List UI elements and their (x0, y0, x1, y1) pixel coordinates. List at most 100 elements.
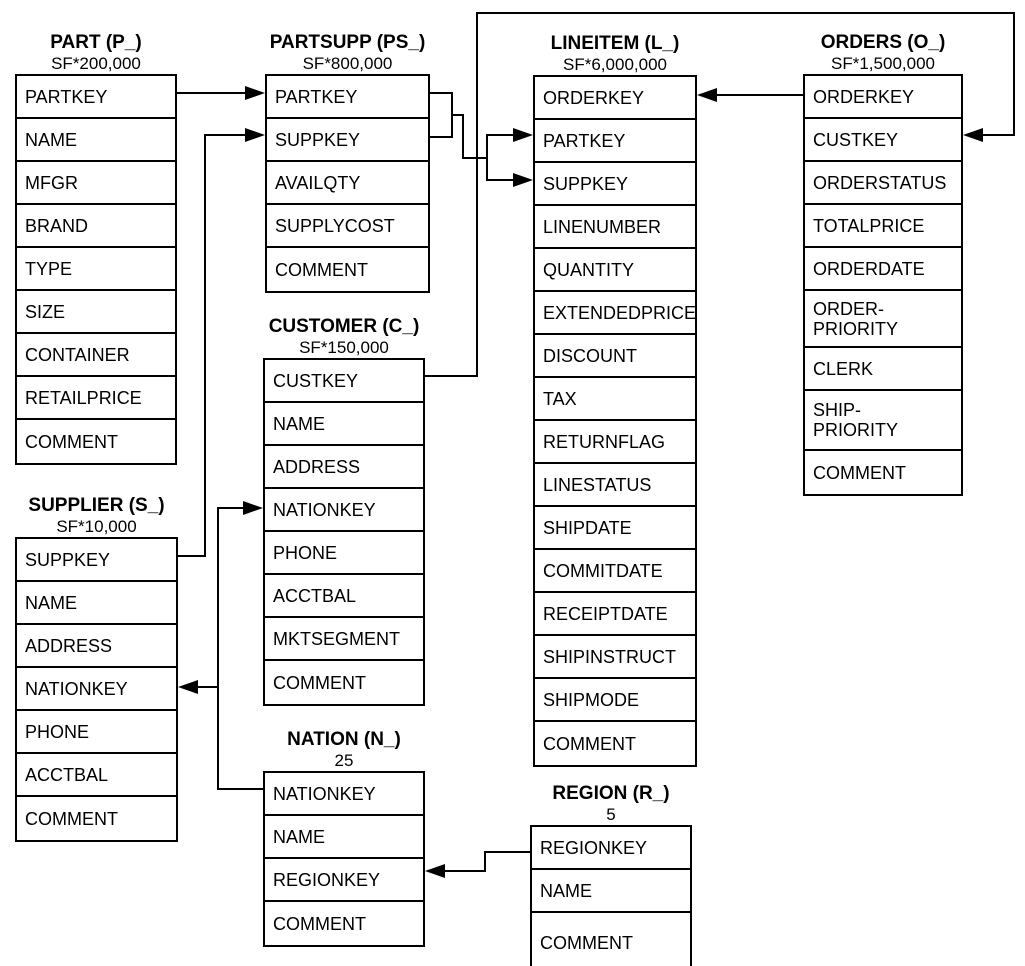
relationship-line (217, 788, 263, 790)
column-cell: SHIP- PRIORITY (805, 391, 961, 451)
table-box: CUSTKEY NAME ADDRESS NATIONKEY PHONE ACC… (263, 358, 425, 706)
table-title: CUSTOMER (C_) (268, 316, 420, 337)
column-cell: TOTALPRICE (805, 205, 961, 248)
column-cell: SHIPDATE (535, 507, 695, 550)
column-cell: NATIONKEY (265, 489, 423, 532)
column-cell: RETAILPRICE (17, 377, 175, 420)
table-part: PART (P_) SF*200,000 PARTKEY NAME MFGR B… (15, 32, 177, 465)
column-cell: ACCTBAL (17, 754, 176, 797)
column-cell: BRAND (17, 205, 175, 248)
relationship-line (204, 134, 206, 557)
relationship-line (484, 851, 486, 872)
relationship-line (177, 555, 206, 557)
column-cell: COMMENT (25, 808, 118, 829)
column-cell: ADDRESS (17, 625, 176, 668)
table-cardinality: SF*6,000,000 (563, 55, 667, 74)
table-cardinality: SF*200,000 (51, 54, 141, 73)
arrowhead-right-icon (245, 86, 265, 100)
relationship-line (476, 12, 478, 377)
arrowhead-right-icon (243, 501, 263, 515)
column-cell: ORDERKEY (535, 77, 695, 120)
column-cell: MKTSEGMENT (265, 618, 423, 661)
relationship-line (430, 136, 453, 138)
table-box: PARTKEY SUPPKEY AVAILQTY SUPPLYCOST COMM… (265, 74, 430, 293)
column-cell: SUPPKEY (17, 539, 176, 582)
table-cardinality: 25 (334, 751, 354, 770)
column-cell: NAME (265, 403, 423, 446)
column-cell: SUPPKEY (535, 163, 695, 206)
table-cardinality: 5 (606, 805, 616, 824)
arrowhead-right-icon (513, 173, 533, 187)
table-box: REGIONKEY NAME COMMENT (530, 825, 692, 966)
column-cell: CONTAINER (17, 334, 175, 377)
relationship-line (486, 134, 514, 136)
column-cell: SHIPINSTRUCT (535, 636, 695, 679)
column-cell: QUANTITY (535, 249, 695, 292)
relationship-line (445, 870, 486, 872)
relationship-line (462, 157, 488, 159)
column-cell: NAME (17, 119, 175, 162)
column-cell: SUPPLYCOST (267, 205, 428, 248)
column-cell: PARTKEY (535, 120, 695, 163)
table-box: ORDERKEY PARTKEY SUPPKEY LINENUMBER QUAN… (533, 75, 697, 767)
column-cell: COMMENT (813, 462, 906, 483)
relationship-line (430, 92, 453, 94)
relationship-line (476, 12, 1015, 14)
arrowhead-right-icon (245, 128, 265, 142)
column-cell: NATIONKEY (265, 773, 423, 816)
column-cell: REGIONKEY (265, 859, 423, 902)
column-cell: CUSTKEY (265, 360, 423, 403)
column-cell: TYPE (17, 248, 175, 291)
column-cell: TAX (535, 378, 695, 421)
arrowhead-left-icon (178, 680, 198, 694)
column-cell: ORDERKEY (805, 76, 961, 119)
relationship-line (177, 92, 246, 94)
relationship-line (451, 114, 464, 116)
table-title: SUPPLIER (S_) (28, 495, 165, 516)
column-cell: RECEIPTDATE (535, 593, 695, 636)
column-cell: CUSTKEY (805, 119, 961, 162)
relationship-line (198, 686, 219, 688)
table-box: PARTKEY NAME MFGR BRAND TYPE SIZE CONTAI… (15, 74, 177, 465)
table-nation: NATION (N_) 25 NATIONKEY NAME REGIONKEY … (263, 729, 425, 947)
table-title: NATION (N_) (287, 729, 401, 750)
relationship-line (486, 134, 488, 181)
table-partsupp: PARTSUPP (PS_) SF*800,000 PARTKEY SUPPKE… (265, 32, 430, 293)
column-cell: SIZE (17, 291, 175, 334)
column-cell: ORDERDATE (805, 248, 961, 291)
column-cell: ORDERSTATUS (805, 162, 961, 205)
column-cell: LINENUMBER (535, 206, 695, 249)
column-cell: PARTKEY (267, 76, 428, 119)
column-cell: DISCOUNT (535, 335, 695, 378)
relationship-line (217, 507, 219, 790)
relationship-line (204, 134, 246, 136)
column-cell: COMMENT (275, 259, 368, 280)
column-cell: CLERK (805, 348, 961, 391)
table-cardinality: SF*150,000 (299, 338, 389, 357)
relationship-line (981, 134, 1015, 136)
relationship-line (217, 507, 243, 509)
column-cell: NAME (532, 870, 690, 913)
column-cell: COMMENT (273, 672, 366, 693)
column-cell: COMMENT (543, 733, 636, 754)
column-cell: PARTKEY (17, 76, 175, 119)
column-cell: SUPPKEY (267, 119, 428, 162)
column-cell: SHIPMODE (535, 679, 695, 722)
column-cell: COMMITDATE (535, 550, 695, 593)
arrowhead-left-icon (963, 128, 983, 142)
relationship-line (486, 179, 514, 181)
relationship-line (425, 375, 478, 377)
column-cell: COMMENT (273, 913, 366, 934)
column-cell: NATIONKEY (17, 668, 176, 711)
table-orders: ORDERS (O_) SF*1,500,000 ORDERKEY CUSTKE… (803, 32, 963, 496)
column-cell: EXTENDEDPRICE (535, 292, 695, 335)
arrowhead-right-icon (513, 128, 533, 142)
table-box: NATIONKEY NAME REGIONKEY COMMENT (263, 771, 425, 947)
table-region: REGION (R_) 5 REGIONKEY NAME COMMENT (530, 783, 692, 966)
table-title: PARTSUPP (PS_) (269, 32, 426, 53)
table-cardinality: SF*800,000 (302, 54, 393, 73)
column-cell: ACCTBAL (265, 575, 423, 618)
column-cell: NAME (265, 816, 423, 859)
column-cell: ADDRESS (265, 446, 423, 489)
